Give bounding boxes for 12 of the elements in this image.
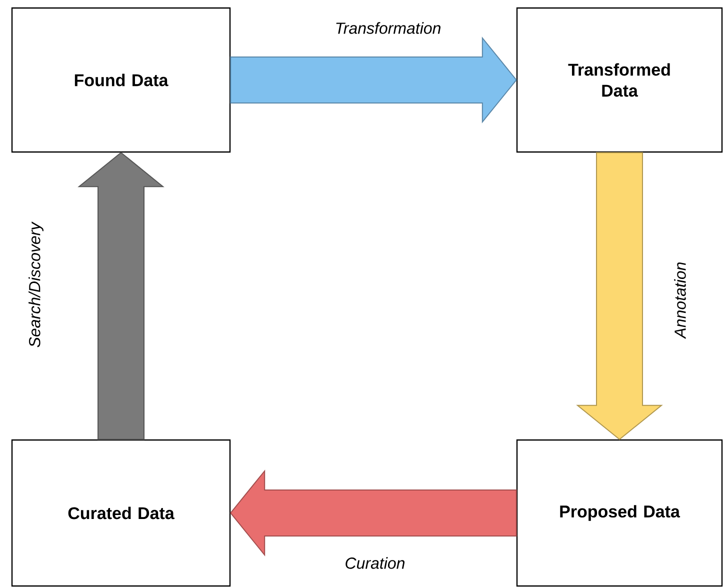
data-box: Transformed Data (516, 7, 723, 153)
data-box: Proposed Data (516, 439, 723, 587)
block-arrow (576, 152, 663, 440)
block-arrow (230, 470, 517, 556)
block-arrow (230, 36, 518, 124)
edge-label: Search/Discovery (28, 222, 44, 348)
data-box: Found Data (11, 7, 231, 153)
edge-label: Curation (346, 557, 404, 569)
data-box: Curated Data (11, 439, 231, 587)
edge-label: Transformation (336, 22, 440, 34)
block-arrow (78, 152, 164, 440)
edge-label: Annotation (674, 262, 686, 340)
